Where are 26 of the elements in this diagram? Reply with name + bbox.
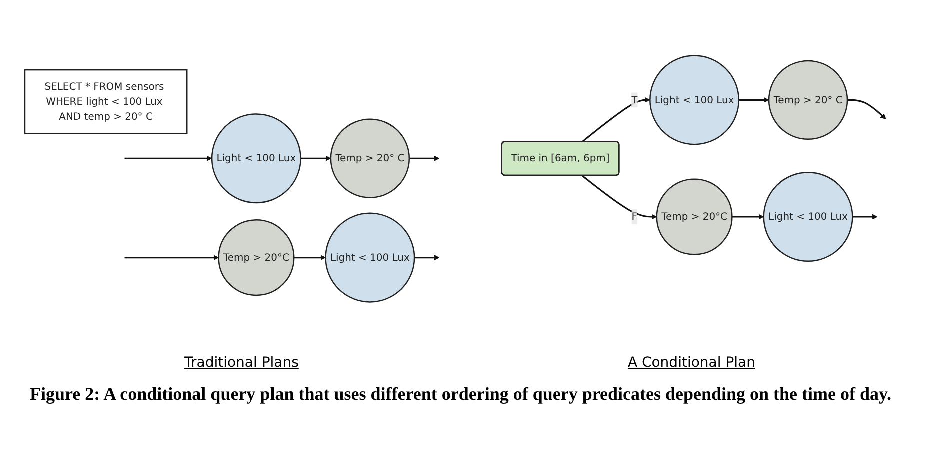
arrow xyxy=(848,99,886,120)
figure-caption: Figure 2: A conditional query plan that uses different ordering of query predicates depending on the time of day. xyxy=(30,383,893,406)
node-circle: Temp > 20°C xyxy=(656,178,733,256)
arrow xyxy=(294,255,326,261)
arrow xyxy=(409,156,440,162)
arrow xyxy=(300,156,332,162)
arrow xyxy=(738,97,770,103)
node-circle: Temp > 20°C xyxy=(218,220,295,296)
arrow xyxy=(732,214,764,220)
node-circle: Temp > 20° C xyxy=(768,60,848,140)
arrow xyxy=(852,214,878,220)
arrow xyxy=(582,97,650,143)
node-circle: Light < 100 Lux xyxy=(211,114,302,204)
plan-caption: A Conditional Plan xyxy=(628,355,756,371)
edge-label: F xyxy=(632,210,638,223)
node-circle: Light < 100 Lux xyxy=(650,55,740,146)
plan-caption: Traditional Plans xyxy=(184,355,299,371)
node-box: SELECT * FROM sensors WHERE light < 100 Lux AND temp > 20° C xyxy=(24,69,188,134)
arrow xyxy=(124,156,212,162)
arrow xyxy=(582,175,658,220)
node-circle: Temp > 20° C xyxy=(330,118,410,198)
arrow xyxy=(124,255,220,261)
edge-label: T xyxy=(632,94,638,106)
arrow xyxy=(414,255,440,261)
node-circle: Light < 100 Lux xyxy=(763,172,854,262)
node-circle: Light < 100 Lux xyxy=(325,212,416,303)
